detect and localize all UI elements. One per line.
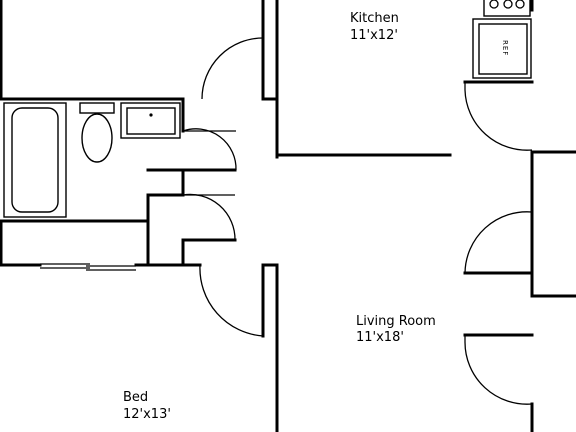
stove bbox=[483, 0, 531, 17]
kitchen-label-group: Kitchen 11'x12' bbox=[350, 11, 399, 43]
kitchen-size: 11'x12' bbox=[350, 28, 398, 43]
refrigerator-label: REF bbox=[501, 40, 509, 56]
refrigerator: REF bbox=[472, 18, 532, 79]
toilet bbox=[79, 102, 115, 163]
bathtub bbox=[3, 102, 67, 218]
kitchen-name: Kitchen bbox=[350, 11, 399, 26]
sliding-closet-door bbox=[40, 263, 136, 271]
living-room-size: 11'x18' bbox=[356, 330, 404, 345]
bedroom-name: Bed bbox=[123, 390, 148, 405]
door-swings bbox=[182, 37, 533, 405]
living-room-label-group: Living Room 11'x18' bbox=[356, 314, 436, 345]
bedroom-size: 12'x13' bbox=[123, 407, 171, 422]
bathroom-sink bbox=[120, 102, 181, 139]
bedroom-label-group: Bed 12'x13' bbox=[123, 390, 171, 422]
living-room-name: Living Room bbox=[356, 314, 436, 329]
